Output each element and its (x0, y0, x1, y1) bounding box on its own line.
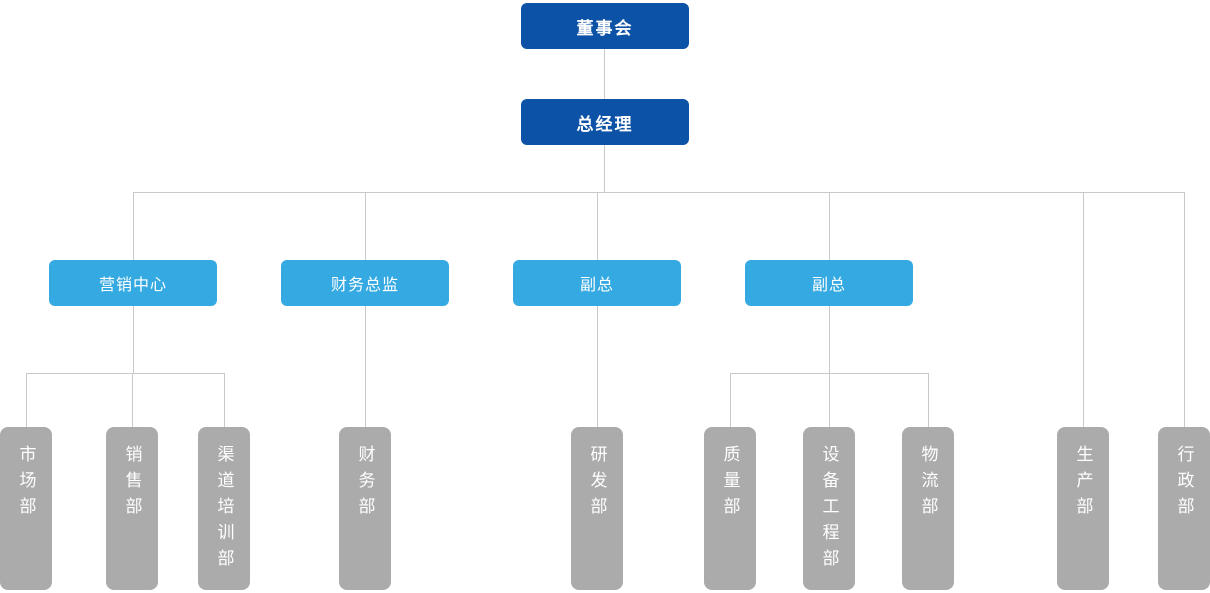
node-marketing-center: 营销中心 (49, 260, 217, 306)
dept-label: 渠道培训部 (214, 445, 234, 575)
node-finance-dept: 财务部 (339, 427, 391, 590)
node-rd-dept: 研发部 (571, 427, 623, 590)
node-admin-dept: 行政部 (1158, 427, 1210, 590)
connector-marketing-horizontal (26, 373, 224, 374)
connector-drop-vp2 (829, 192, 830, 260)
dept-label: 行政部 (1174, 445, 1194, 523)
node-equipment-engineering-dept: 设备工程部 (803, 427, 855, 590)
connector-drop-logistics-dept (928, 373, 929, 427)
node-channel-training-dept: 渠道培训部 (198, 427, 250, 590)
node-vice-president-1: 副总 (513, 260, 681, 306)
dept-label: 研发部 (587, 445, 607, 523)
connector-vp2-stem (829, 306, 830, 373)
node-quality-dept: 质量部 (704, 427, 756, 590)
connector-drop-rd-dept (597, 306, 598, 427)
node-sales-dept: 销售部 (106, 427, 158, 590)
node-finance-director: 财务总监 (281, 260, 449, 306)
connector-drop-finance-director (365, 192, 366, 260)
node-market-dept: 市场部 (0, 427, 52, 590)
node-board: 董事会 (521, 3, 689, 49)
connector-drop-production (1083, 192, 1084, 427)
connector-marketing-stem (133, 306, 134, 373)
connector-drop-marketing (133, 192, 134, 260)
dept-label: 销售部 (122, 445, 142, 523)
dept-label: 生产部 (1073, 445, 1093, 523)
connector-drop-quality-dept (730, 373, 731, 427)
dept-label: 财务部 (355, 445, 375, 523)
dept-label: 物流部 (918, 445, 938, 523)
node-logistics-dept: 物流部 (902, 427, 954, 590)
connector-drop-admin (1184, 192, 1185, 427)
connector-drop-vp1 (597, 192, 598, 260)
connector-gm-mainline (604, 145, 605, 192)
connector-main-horizontal (133, 192, 1184, 193)
connector-drop-equipment-dept (829, 373, 830, 427)
node-general-manager: 总经理 (521, 99, 689, 145)
dept-label: 市场部 (16, 445, 36, 523)
connector-board-gm (604, 49, 605, 99)
dept-label: 质量部 (720, 445, 740, 523)
dept-label: 设备工程部 (819, 445, 839, 575)
connector-drop-sales-dept (132, 373, 133, 427)
connector-drop-market-dept (26, 373, 27, 427)
node-production-dept: 生产部 (1057, 427, 1109, 590)
connector-drop-finance-dept (365, 306, 366, 427)
connector-drop-channel-training-dept (224, 373, 225, 427)
node-vice-president-2: 副总 (745, 260, 913, 306)
